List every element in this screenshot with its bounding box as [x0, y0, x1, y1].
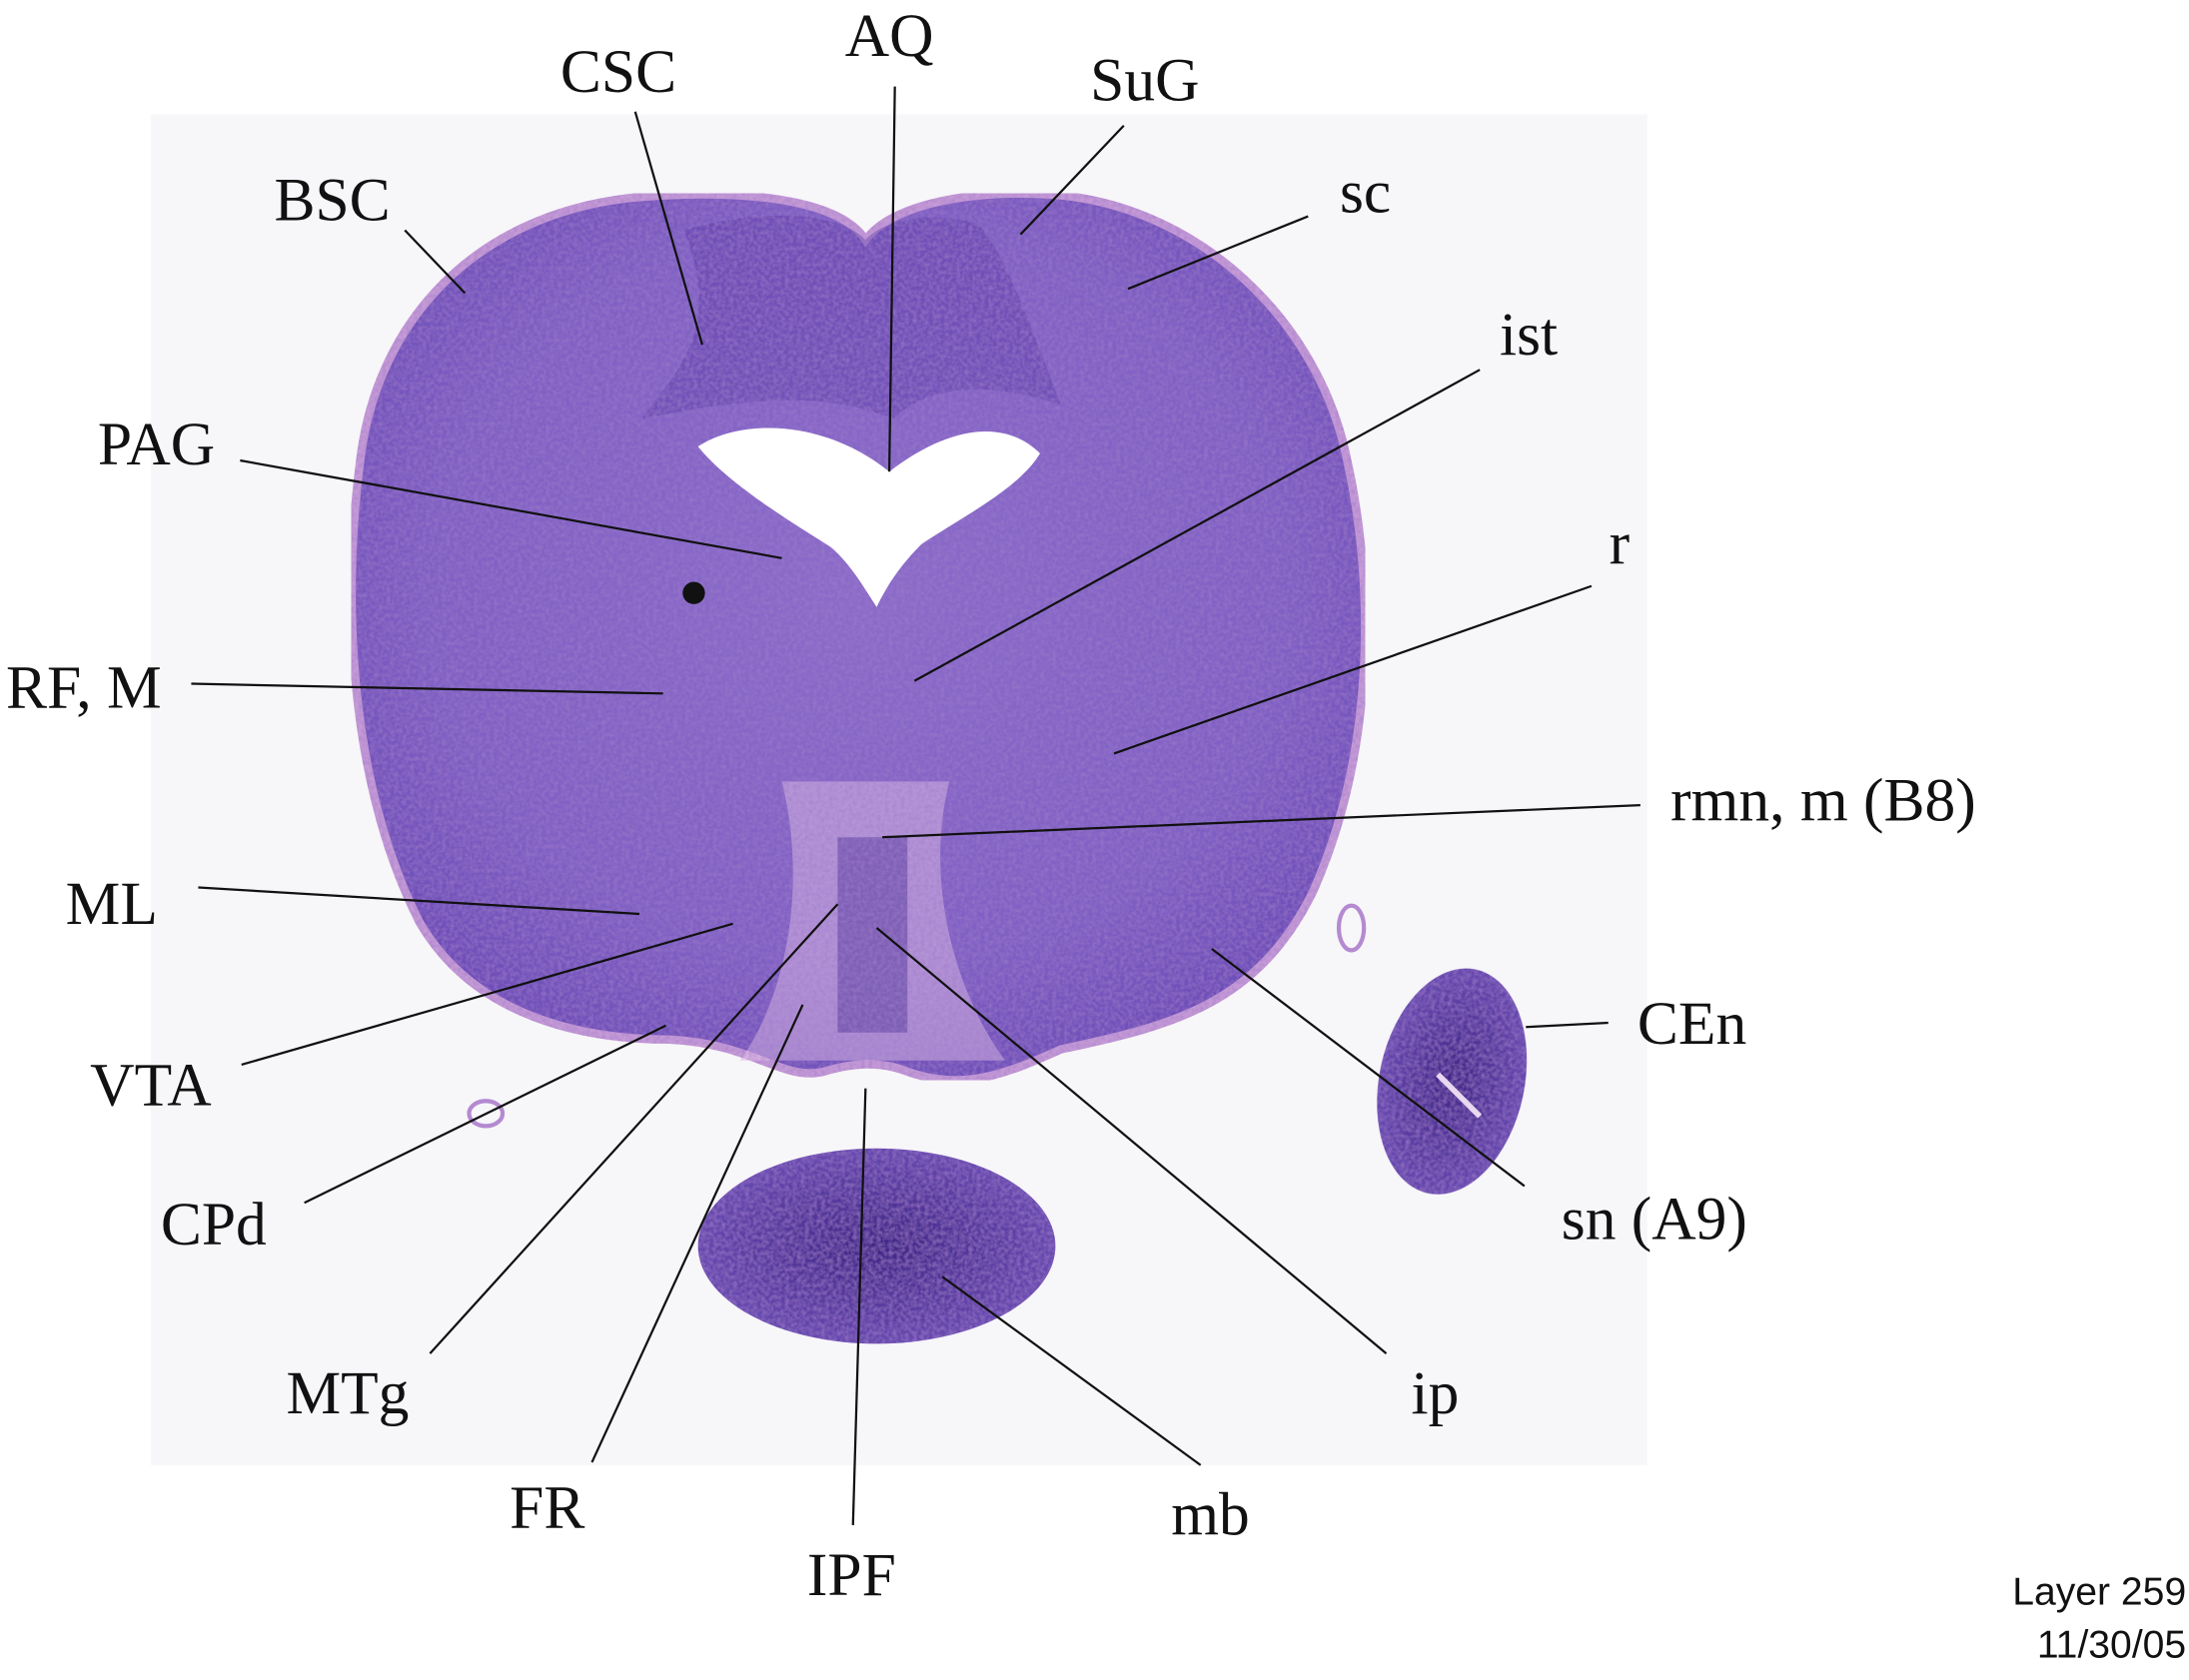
- label-ip: ip: [1412, 1359, 1460, 1427]
- label-ist: ist: [1500, 301, 1558, 369]
- cen-nucleus: [1377, 968, 1528, 1195]
- label-rf-m: RF, M: [6, 653, 162, 721]
- label-sc: sc: [1340, 158, 1391, 226]
- label-mb: mb: [1171, 1481, 1250, 1549]
- label-ipf: IPF: [807, 1541, 896, 1609]
- label-r: r: [1610, 509, 1630, 577]
- label-csc: CSC: [560, 38, 676, 106]
- label-sug: SuG: [1090, 47, 1199, 115]
- leader-lines: [191, 86, 1641, 1525]
- mammillary-body: [697, 1148, 1056, 1344]
- label-vta: VTA: [90, 1051, 211, 1119]
- label-pag: PAG: [98, 411, 215, 478]
- layer-date: 11/30/05: [2037, 1624, 2186, 1667]
- label-aq: AQ: [845, 2, 934, 70]
- label-mtg: MTg: [286, 1359, 409, 1427]
- label-cpd: CPd: [161, 1191, 267, 1259]
- structure-labels: CSC AQ SuG BSC sc ist PAG r RF, M rmn, m…: [6, 2, 1976, 1609]
- cerebral-aqueduct: [697, 427, 1041, 607]
- layer-number: Layer 259: [2012, 1571, 2186, 1614]
- midbrain-section: [347, 189, 1370, 1085]
- label-ml: ML: [66, 870, 158, 938]
- label-fr: FR: [510, 1474, 584, 1542]
- label-bsc: BSC: [274, 167, 390, 235]
- label-sn: sn (A9): [1562, 1186, 1747, 1254]
- label-cen: CEn: [1638, 990, 1746, 1058]
- label-rmn: rmn, m (B8): [1670, 766, 1976, 834]
